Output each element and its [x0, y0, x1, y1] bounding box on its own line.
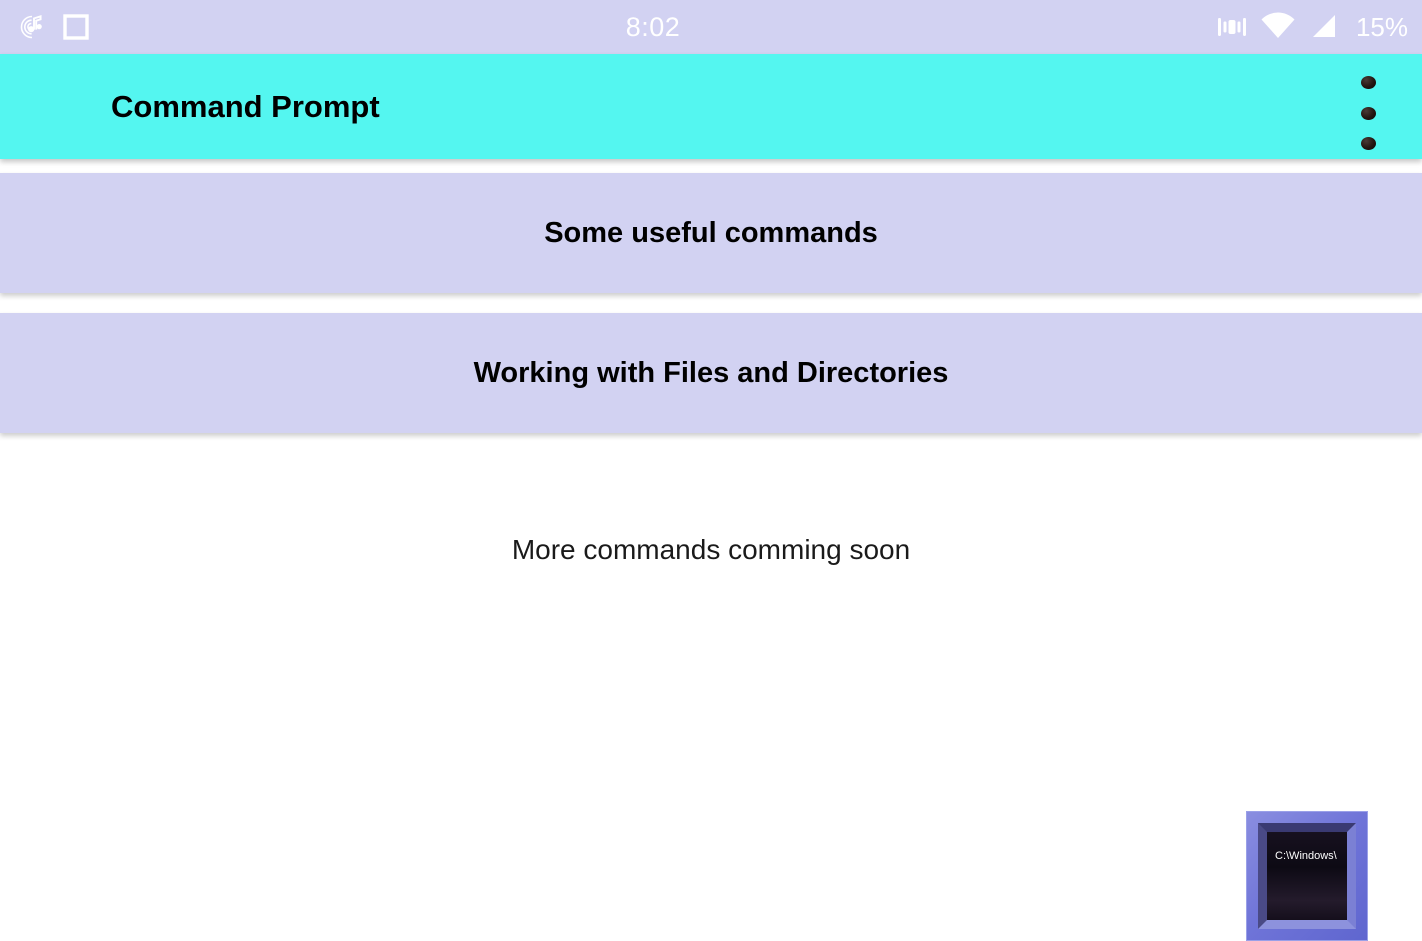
overflow-dot	[1360, 76, 1376, 89]
app-bar: Command Prompt	[0, 54, 1422, 159]
card-label: Some useful commands	[544, 216, 878, 249]
status-bar-right-icons: 15%	[1216, 12, 1408, 43]
main-content: Some useful commands Working with Files …	[0, 159, 1422, 941]
square-outline-icon	[62, 13, 90, 41]
console-path-text: C:\Windows\	[1275, 850, 1337, 862]
app-title: Command Prompt	[111, 88, 380, 124]
clock-time: 8:02	[625, 11, 681, 42]
overflow-dot	[1360, 137, 1376, 150]
vibrate-icon	[1216, 12, 1248, 42]
coming-soon-text: More commands comming soon	[511, 534, 911, 565]
command-prompt-icon: C:\Windows\	[1246, 811, 1368, 941]
battery-percent-label: 15%	[1355, 11, 1408, 42]
overflow-dot	[1360, 106, 1376, 120]
status-bar-left-icons	[18, 12, 90, 42]
card-label: Working with Files and Directories	[473, 356, 949, 389]
list-item-working-with-files-and-directories[interactable]: Working with Files and Directories	[0, 313, 1422, 433]
status-bar-clock: 8:02	[90, 12, 1216, 43]
list-item-some-useful-commands[interactable]: Some useful commands	[0, 173, 1422, 293]
command-prompt-console-screen: C:\Windows\	[1258, 823, 1356, 929]
cellular-signal-icon	[1308, 12, 1340, 42]
wifi-icon	[1260, 12, 1296, 42]
overflow-menu-icon[interactable]	[1356, 76, 1380, 150]
music-note-icon	[18, 12, 48, 42]
status-bar: 8:02 15%	[0, 0, 1422, 54]
